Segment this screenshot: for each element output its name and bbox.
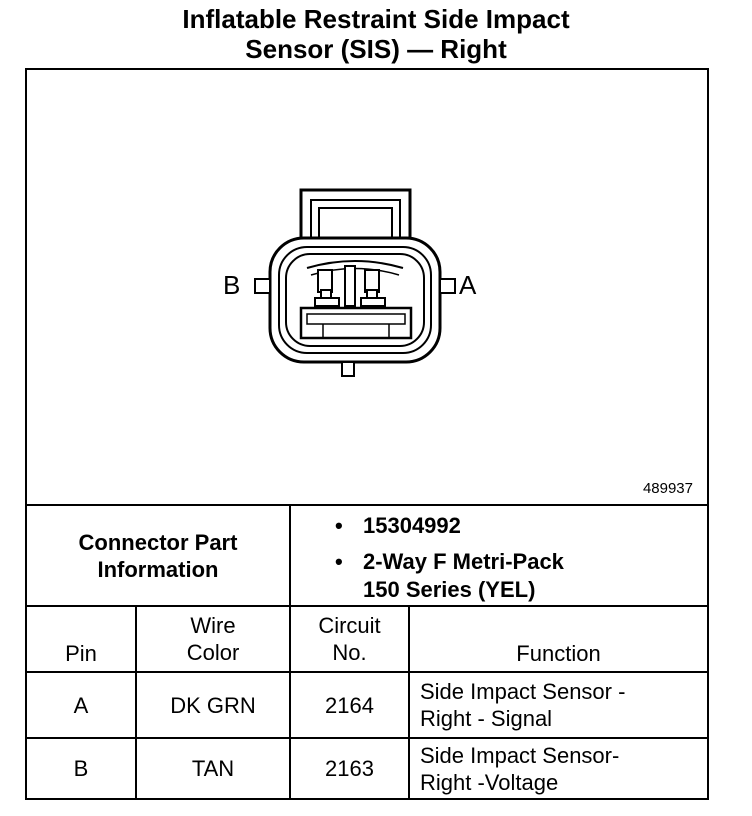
connector-face-drawing [254, 188, 456, 377]
header-wire-color: Wire Color [137, 607, 289, 671]
connector-info-item: • 2-Way F Metri-Pack 150 Series (YEL) [327, 548, 564, 604]
connector-info-list: • 15304992 • 2-Way F Metri-Pack 150 Seri… [327, 512, 564, 604]
page-title: Inflatable Restraint Side Impact Sensor … [0, 4, 752, 64]
table-row-b-circuit: 2163 [325, 756, 374, 781]
rule-below-header [27, 671, 707, 673]
table-row-b-wire-color: TAN [191, 756, 235, 781]
connector-part-number: 15304992 [363, 513, 461, 538]
header-function-text: Function [516, 641, 601, 666]
table-row-a-function: Side Impact Sensor - Right - Signal [410, 673, 707, 737]
rule-info-split [289, 504, 291, 798]
function-line-1: Side Impact Sensor- [420, 742, 620, 768]
connector-table-frame: B A 489937 Connector Part Information • … [25, 68, 709, 800]
function-line-2: Right -Voltage [420, 769, 559, 795]
connector-info-label-line-2: Information [97, 556, 219, 582]
connector-info-label: Connector Part Information [27, 506, 289, 605]
rule-function-col [408, 605, 410, 798]
title-line-2: Sensor (SIS) — Right [245, 34, 507, 64]
side-tab-b [254, 278, 271, 294]
table-row-b-pin: B [73, 756, 89, 781]
figure-number: 489937 [642, 480, 693, 497]
rule-pin-col [135, 605, 137, 798]
connector-diagram: B A 489937 [27, 70, 707, 506]
table-row-a-wire-color: DK GRN [170, 692, 256, 718]
header-wire-color-line-1: Wire [190, 613, 236, 638]
connector-info-label-line-1: Connector Part [78, 529, 238, 555]
connector-type-line-1: 2-Way F Metri-Pack [363, 549, 564, 574]
bullet: • [335, 549, 343, 574]
bullet: • [335, 513, 343, 538]
rule-below-info [27, 605, 707, 607]
bottom-key [341, 361, 355, 377]
side-tab-a [439, 278, 456, 294]
table-row-b-function: Side Impact Sensor- Right -Voltage [410, 739, 707, 798]
header-circuit-line-1: Circuit [318, 613, 381, 638]
function-line-2: Right - Signal [420, 706, 553, 731]
lower-block [299, 306, 413, 340]
pin-b-label: B [223, 270, 241, 300]
table-row-a-circuit: 2164 [325, 692, 374, 718]
header-wire-color-line-2: Color [186, 640, 240, 665]
rule-below-diagram [27, 504, 707, 506]
header-function: Function [410, 607, 707, 671]
terminal-a [360, 269, 386, 307]
header-circuit: Circuit No. [291, 607, 408, 671]
terminal-b [314, 269, 340, 307]
header-pin: Pin [27, 607, 135, 671]
connector-latch [299, 188, 412, 246]
table-row-a-pin: A [73, 692, 89, 718]
rule-between-rows [27, 737, 707, 739]
header-pin-text: Pin [65, 641, 97, 666]
title-line-1: Inflatable Restraint Side Impact [182, 4, 570, 34]
connector-info-item: • 15304992 [327, 512, 564, 540]
connector-type-line-2: 150 Series (YEL) [363, 577, 536, 602]
function-line-1: Side Impact Sensor - [420, 679, 626, 704]
header-circuit-line-2: No. [332, 640, 367, 665]
pin-a-label: A [459, 270, 477, 300]
